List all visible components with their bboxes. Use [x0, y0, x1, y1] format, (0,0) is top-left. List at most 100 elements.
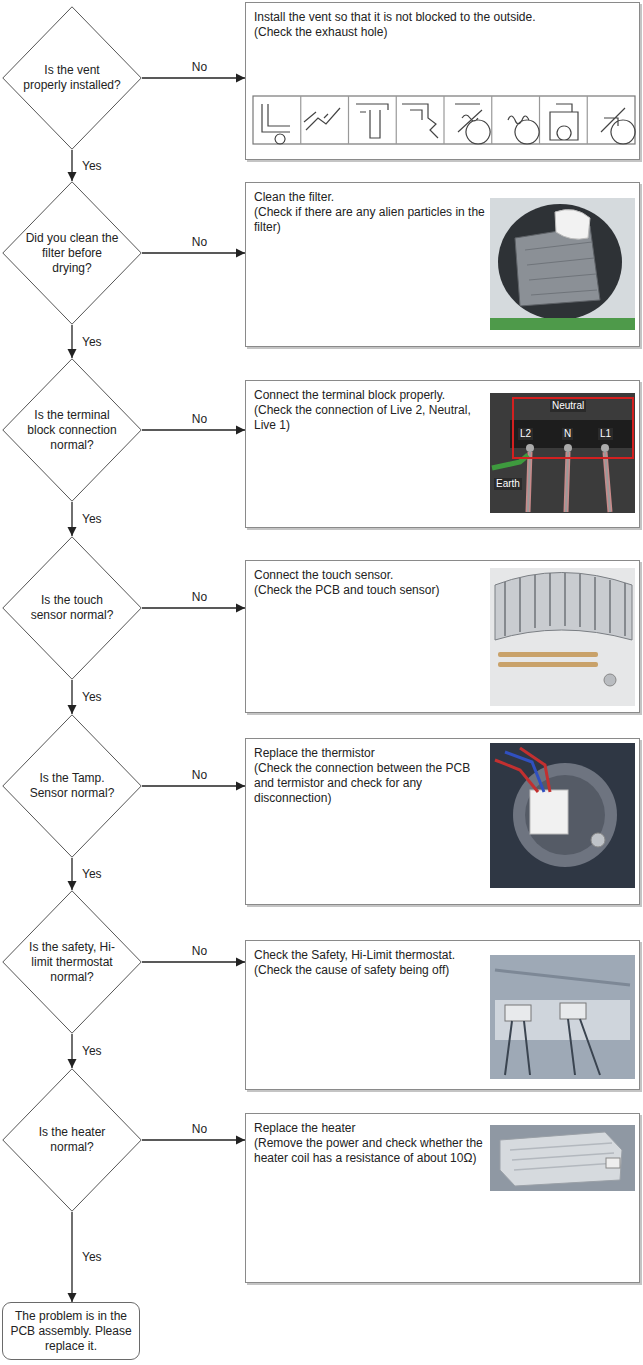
- grill-bars: [505, 573, 625, 636]
- cell-divider: [443, 96, 444, 144]
- diamond-shape: [3, 182, 141, 324]
- diamond-shape: [3, 7, 141, 149]
- vent-icon: [356, 104, 388, 138]
- flow-arrow: [71, 680, 72, 714]
- action-box: Replace the thermistor(Check the connect…: [245, 738, 640, 905]
- cell-divider: [539, 96, 540, 144]
- terminal-block-photo: [490, 393, 635, 513]
- action-text-block: Install the vent so that it is not block…: [254, 10, 634, 40]
- flow-arrow: [142, 77, 245, 78]
- flow-arrow: [71, 502, 72, 536]
- vent-icon-strip: [253, 96, 635, 144]
- no-label: No: [190, 944, 209, 958]
- vent-icon: [402, 104, 438, 138]
- terminal-label: N: [562, 428, 573, 440]
- vent-icon: [455, 104, 490, 144]
- terminal-label: Neutral: [550, 400, 586, 412]
- yes-label: Yes: [80, 335, 104, 349]
- decision-diamond: Is the touch sensor normal?: [2, 536, 142, 680]
- highlight-frame: [513, 398, 633, 458]
- vent-icon: [550, 104, 578, 140]
- action-text-block: Connect the touch sensor.(Check the PCB …: [254, 568, 486, 598]
- cell-divider: [396, 96, 397, 144]
- icon-strip-frame: [253, 96, 635, 144]
- result-box: The problem is in the PCB assembly. Plea…: [2, 1302, 140, 1360]
- cell-divider: [587, 96, 588, 144]
- photo-ground: [490, 198, 635, 330]
- action-note: (Check the connection between the PCB an…: [254, 761, 486, 806]
- action-text-block: Replace the heater(Remove the power and …: [254, 1121, 486, 1166]
- terminal-label: L2: [518, 428, 533, 440]
- terminal-label: L1: [598, 428, 613, 440]
- diamond-shape: [3, 359, 141, 501]
- flow-arrow: [142, 429, 245, 430]
- vent-icon: [262, 104, 290, 144]
- action-text: Replace the thermistor: [254, 746, 486, 761]
- action-text-block: Clean the filter.(Check if there are any…: [254, 190, 486, 235]
- decision-text: Did you clean the filter before drying?: [23, 231, 121, 276]
- vent-icon: [508, 116, 539, 144]
- yes-label: Yes: [80, 1044, 104, 1058]
- glove: [555, 210, 590, 240]
- flow-arrow: [142, 785, 245, 786]
- heater-photo: [490, 1125, 635, 1191]
- action-box: Replace the heater(Remove the power and …: [245, 1113, 640, 1283]
- photo-ground: [490, 393, 635, 513]
- terminal-label: Earth: [494, 478, 522, 490]
- decision-text: Is the vent properly installed?: [23, 63, 121, 93]
- action-note: (Check the PCB and touch sensor): [254, 583, 486, 598]
- thermostat: [560, 1003, 586, 1019]
- flow-arrow: [142, 607, 245, 608]
- yes-label: Yes: [80, 512, 104, 526]
- action-note: (Check the exhaust hole): [254, 25, 634, 40]
- wires: [505, 1019, 600, 1075]
- cell-divider: [491, 96, 492, 144]
- screw: [526, 444, 534, 452]
- action-text: Replace the heater: [254, 1121, 486, 1136]
- metal-panel: [495, 1000, 630, 1040]
- wire-cores: [528, 452, 610, 512]
- flow-arrow: [71, 1034, 72, 1068]
- heater-terminal: [606, 1158, 620, 1168]
- thermostat-photo: [490, 955, 635, 1079]
- mesh-lines: [525, 242, 597, 295]
- decision-text: Is the touch sensor normal?: [23, 593, 121, 623]
- flow-arrow: [142, 961, 245, 962]
- heater-housing: [500, 1132, 622, 1186]
- connector: [530, 790, 568, 834]
- flow-arrow: [142, 252, 245, 253]
- action-note: (Remove the power and check whether the …: [254, 1136, 486, 1166]
- flow-arrow: [71, 325, 72, 358]
- action-text: Connect the touch sensor.: [254, 568, 486, 583]
- decision-diamond: Is the Tamp. Sensor normal?: [2, 714, 142, 858]
- flow-arrow: [71, 1212, 72, 1302]
- screw: [591, 833, 605, 847]
- decision-diamond: Is the vent properly installed?: [2, 6, 142, 150]
- action-text: Install the vent so that it is not block…: [254, 10, 634, 25]
- red-wire: [495, 748, 550, 792]
- blue-wire: [505, 752, 544, 792]
- yes-label: Yes: [80, 159, 104, 173]
- action-text-block: Connect the terminal block properly.(Che…: [254, 388, 486, 433]
- earth-wire: [492, 455, 528, 468]
- flow-arrow: [71, 150, 72, 181]
- decision-diamond: Is the heater normal?: [2, 1068, 142, 1212]
- action-box: Clean the filter.(Check if there are any…: [245, 182, 640, 347]
- cell-divider: [348, 96, 349, 144]
- vent-icon: [601, 108, 635, 144]
- action-box: Connect the touch sensor.(Check the PCB …: [245, 560, 640, 713]
- no-label: No: [190, 1122, 209, 1136]
- no-label: No: [190, 412, 209, 426]
- decision-diamond: Is the terminal block connection normal?: [2, 358, 142, 502]
- metal-edge: [495, 970, 630, 985]
- vent-icon: [304, 108, 340, 130]
- diamond-shape: [3, 715, 141, 857]
- no-label: No: [190, 60, 209, 74]
- cell-divider: [300, 96, 301, 144]
- action-note: (Check the cause of safety being off): [254, 963, 486, 978]
- filter-photo: [490, 198, 635, 330]
- decision-text: Is the terminal block connection normal?: [23, 408, 121, 453]
- no-label: No: [190, 590, 209, 604]
- screw: [604, 674, 616, 686]
